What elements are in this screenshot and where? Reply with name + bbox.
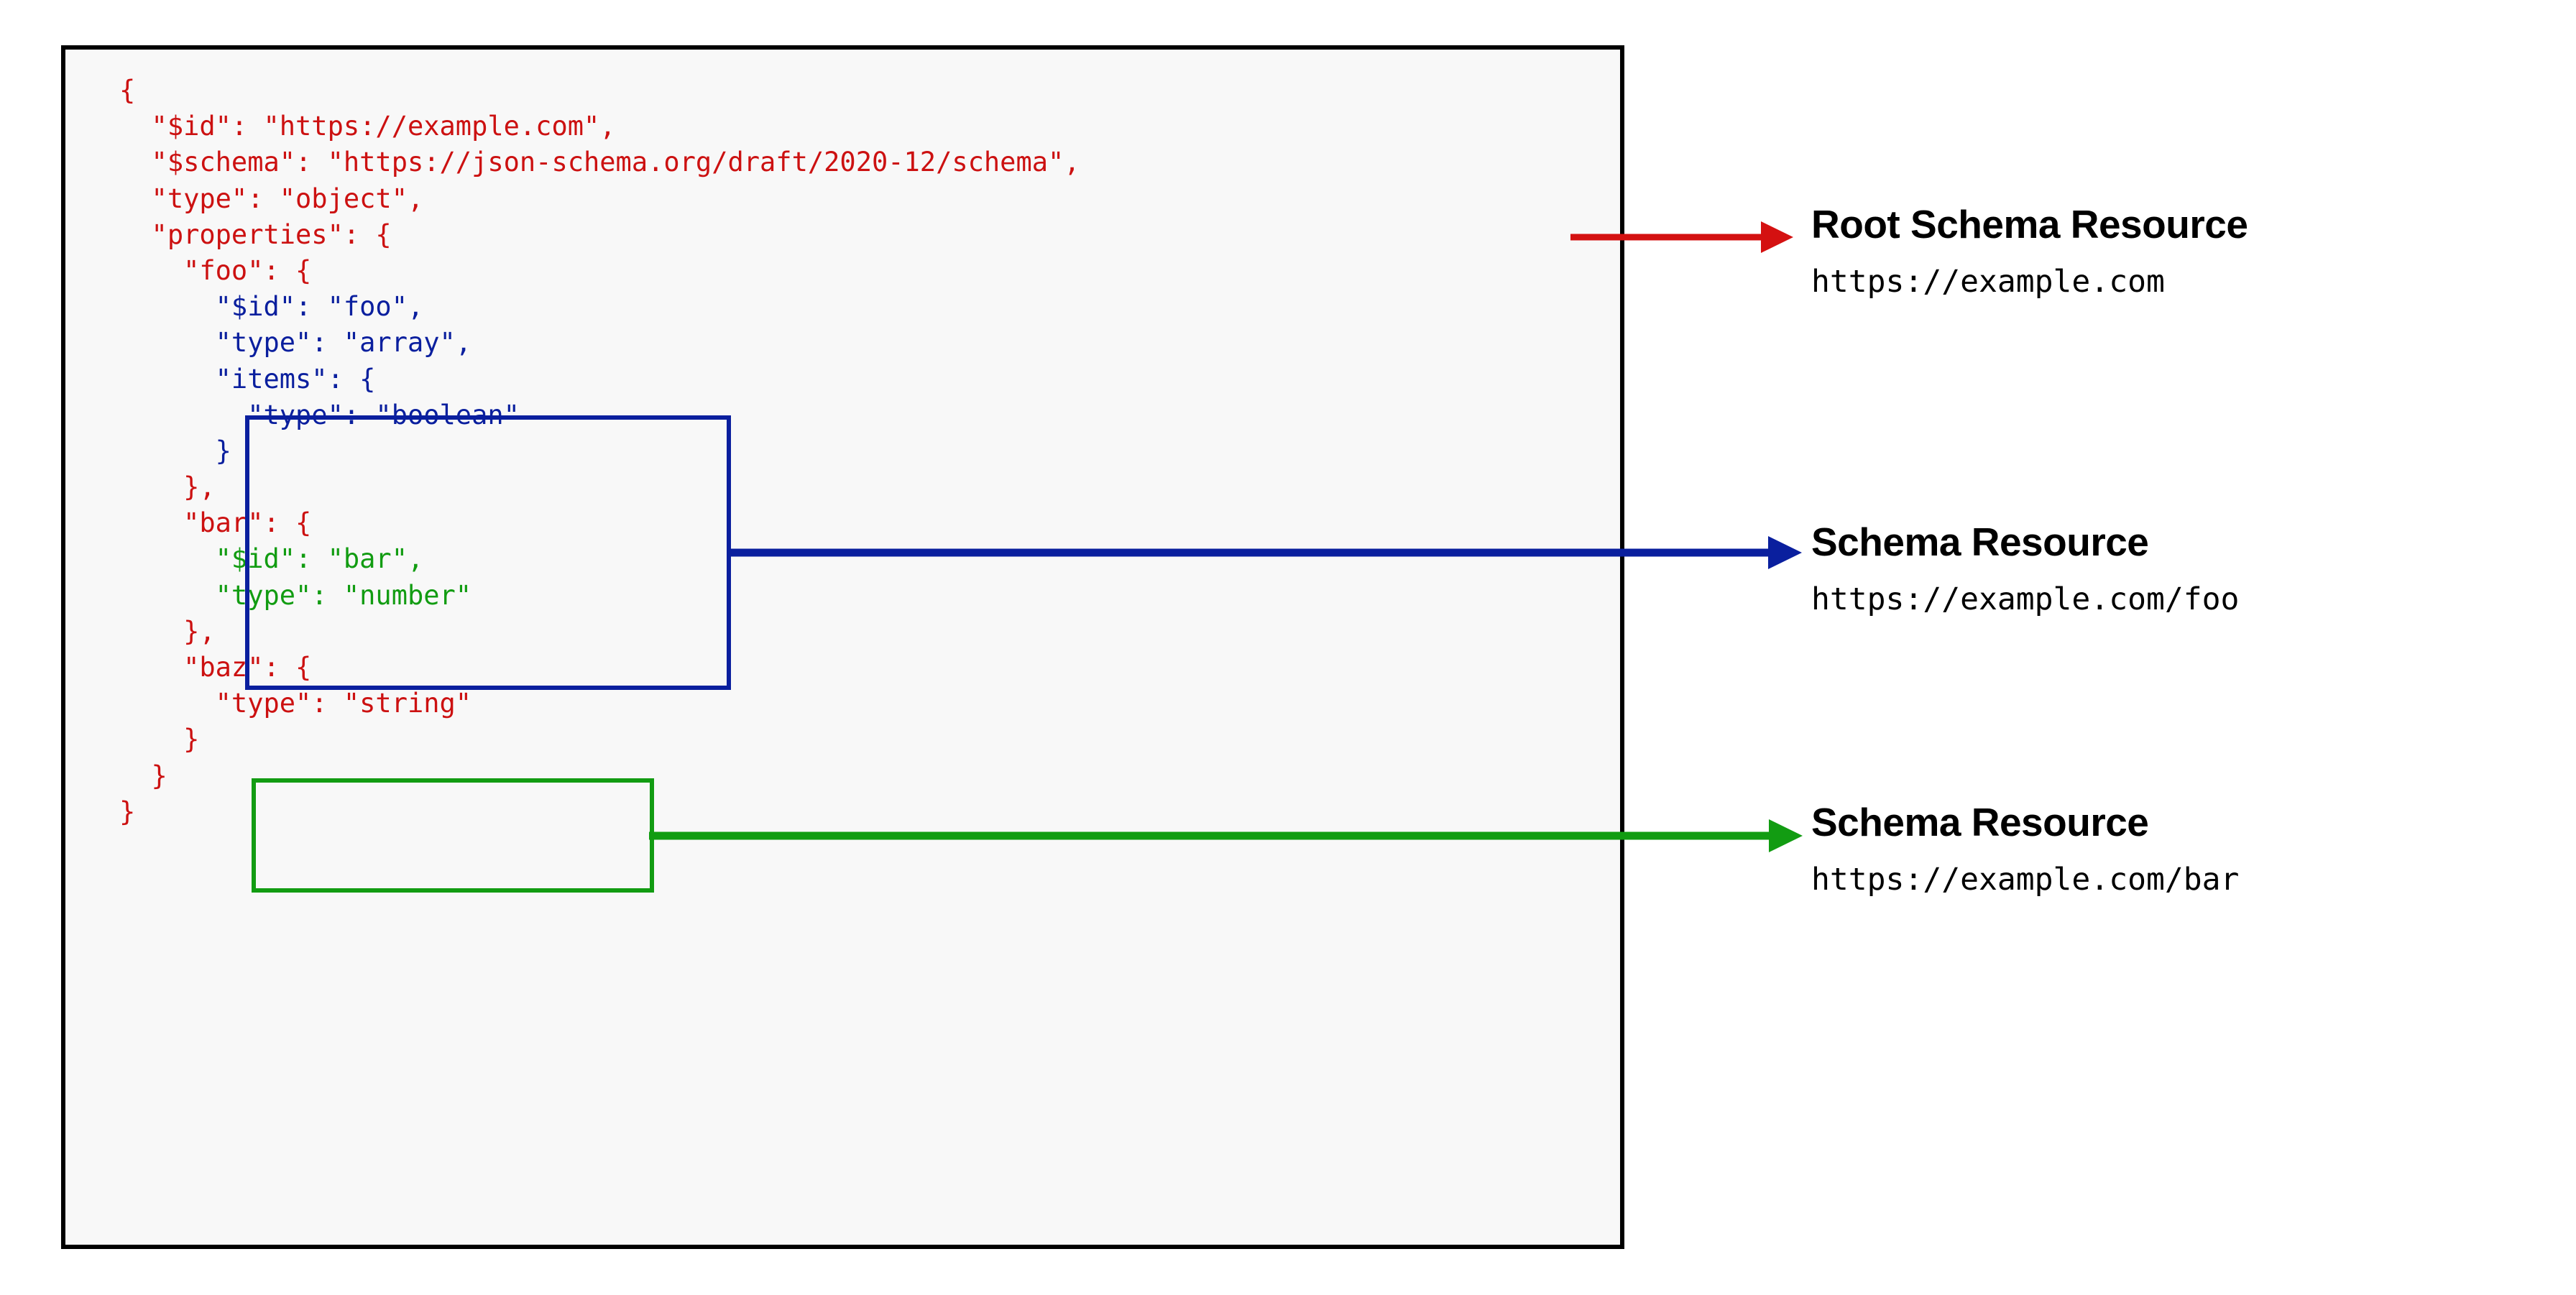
code-line: "properties": { — [119, 218, 392, 250]
code-line: "type": "string" — [119, 688, 472, 719]
code-line: "type": "boolean" — [119, 399, 520, 430]
annotation-foo-schema-resource: Schema Resource https://example.com/foo — [1811, 519, 2239, 618]
code-panel: { "$id": "https://example.com", "$schema… — [61, 45, 1624, 1249]
code-line: }, — [119, 615, 216, 647]
code-line: { — [119, 75, 136, 106]
code-line: } — [119, 760, 167, 791]
code-line: "type": "number" — [119, 579, 472, 611]
annotation-bar-schema-resource: Schema Resource https://example.com/bar — [1811, 799, 2239, 898]
code-line: "foo": { — [119, 254, 312, 286]
json-code-listing: { "$id": "https://example.com", "$schema… — [119, 73, 1080, 830]
arrow-bar-schema — [649, 819, 1803, 852]
code-line: "bar": { — [119, 507, 312, 539]
arrow-foo-schema — [727, 536, 1802, 569]
code-line: "$id": "https://example.com", — [119, 111, 616, 142]
annotation-title: Schema Resource — [1811, 520, 2149, 564]
annotation-title: Schema Resource — [1811, 800, 2149, 844]
code-line: "$id": "bar", — [119, 543, 424, 575]
arrow-root-schema — [1570, 221, 1793, 253]
code-line: } — [119, 435, 231, 466]
code-line: }, — [119, 471, 216, 503]
annotation-title: Root Schema Resource — [1811, 202, 2248, 246]
code-line: "items": { — [119, 363, 376, 395]
annotation-url: https://example.com/bar — [1811, 862, 2240, 898]
code-line: "$id": "foo", — [119, 291, 424, 323]
annotation-root-schema-resource: Root Schema Resource https://example.com — [1811, 201, 2248, 300]
code-line: "baz": { — [119, 652, 312, 683]
code-line: "type": "array", — [119, 327, 472, 359]
code-line: } — [119, 724, 200, 755]
annotation-url: https://example.com — [1811, 264, 2165, 300]
annotation-url: https://example.com/foo — [1811, 581, 2240, 617]
code-line: "$schema": "https://json-schema.org/draf… — [119, 147, 1080, 178]
code-line: "type": "object", — [119, 183, 424, 214]
code-line: } — [119, 796, 136, 827]
